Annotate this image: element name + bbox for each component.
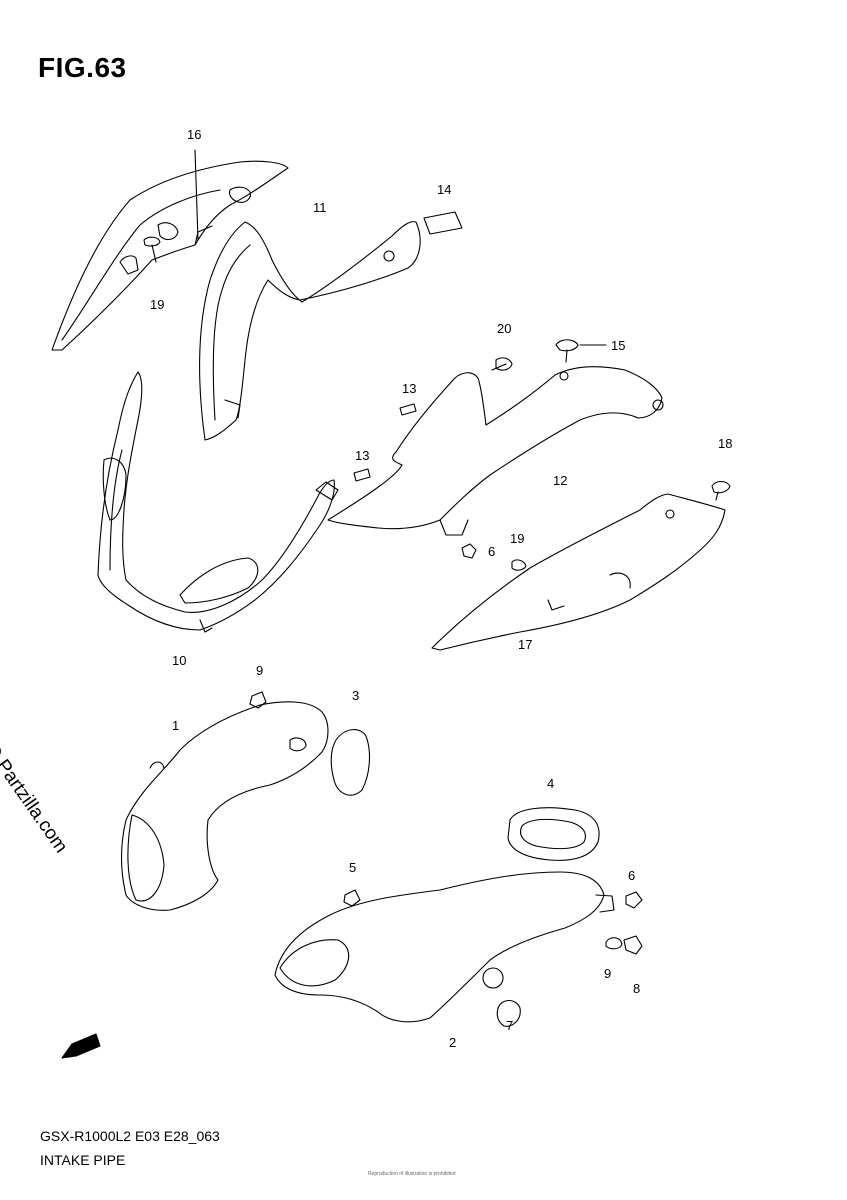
section-name: INTAKE PIPE xyxy=(40,1152,126,1168)
part-15-clip xyxy=(555,339,607,363)
part-10-lower-cowl xyxy=(97,371,339,633)
callout-6: 6 xyxy=(628,868,636,883)
part-1-intake-pipe-left xyxy=(121,701,329,911)
part-3-seal xyxy=(330,729,371,796)
part-6-nut-a xyxy=(461,543,477,559)
part-13-label-b xyxy=(353,468,371,482)
callout-1: 1 xyxy=(172,718,180,733)
callout-13: 13 xyxy=(402,381,417,396)
figure-title: FIG.63 xyxy=(38,52,127,83)
callout-20: 20 xyxy=(497,321,512,336)
callout-7: 7 xyxy=(506,1018,514,1033)
part-9-washer-b xyxy=(605,937,623,950)
part-7-grommet xyxy=(496,999,521,1027)
callout-2: 2 xyxy=(449,1035,457,1050)
part-12-side-cover xyxy=(327,366,664,536)
callout-16: 16 xyxy=(187,127,202,142)
callout-12: 12 xyxy=(553,473,568,488)
callout-15: 15 xyxy=(611,338,626,353)
callout-10: 10 xyxy=(172,653,187,668)
fwd-arrow-icon xyxy=(61,1033,101,1059)
callout-3: 3 xyxy=(352,688,360,703)
callout-13: 13 xyxy=(355,448,370,463)
callout-11: 11 xyxy=(313,200,327,215)
model-code: GSX-R1000L2 E03 E28_063 xyxy=(40,1128,220,1144)
callout-9: 9 xyxy=(604,966,612,981)
part-13-label-a xyxy=(399,403,417,416)
part-19-screw-b xyxy=(511,559,527,571)
part-16-upper-side-cowl xyxy=(51,160,289,351)
callout-4: 4 xyxy=(547,776,555,791)
callout-6: 6 xyxy=(488,544,496,559)
callout-5: 5 xyxy=(349,860,357,875)
part-11-side-cowl xyxy=(199,221,421,441)
part-17-under-cowl xyxy=(431,493,726,651)
part-18-clip xyxy=(711,480,731,501)
part-20-screw xyxy=(491,357,513,371)
part-4-seal-ring xyxy=(507,807,600,861)
part-8-bolt xyxy=(623,935,643,955)
callout-17: 17 xyxy=(518,637,533,652)
part-14-label xyxy=(423,211,463,235)
part-19-screw-a xyxy=(143,149,199,263)
callout-19: 19 xyxy=(150,297,165,312)
callout-18: 18 xyxy=(718,436,733,451)
callout-14: 14 xyxy=(437,182,452,197)
part-6-nut-b xyxy=(625,891,643,909)
callout-19: 19 xyxy=(510,531,525,546)
small-print: Reproduction of illustration is prohibit… xyxy=(368,1171,456,1177)
callout-9: 9 xyxy=(256,663,264,678)
callout-8: 8 xyxy=(633,981,641,996)
part-2-intake-pipe-right xyxy=(274,871,615,1023)
part-5-nut xyxy=(343,889,361,907)
